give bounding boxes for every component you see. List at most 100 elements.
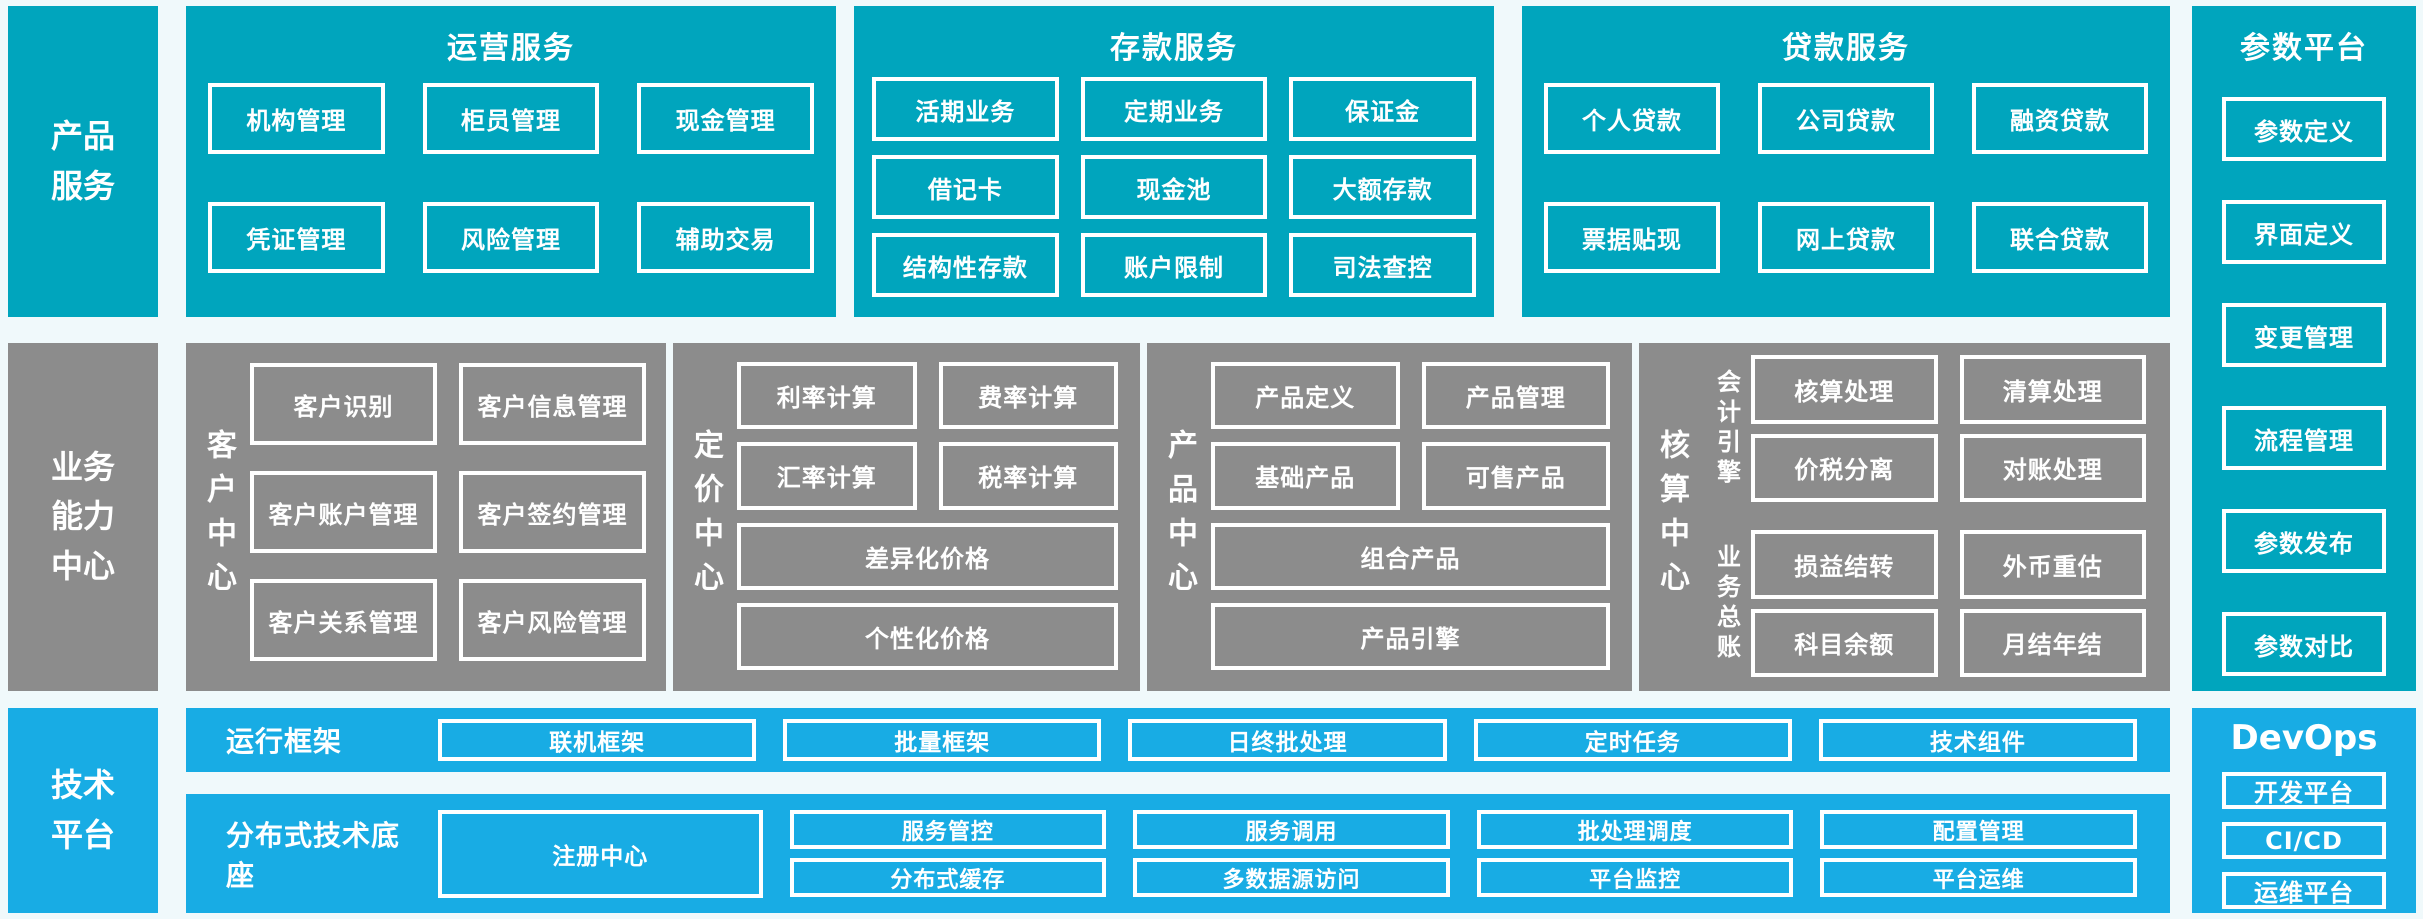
diagram-box-batch-framework: 批量框架 bbox=[783, 719, 1102, 761]
diagram-box-ops-platform: 运维平台 bbox=[2222, 872, 2386, 909]
diagram-box-sellable-product: 可售产品 bbox=[1421, 442, 1610, 510]
diagram-box-registry-center: 注册中心 bbox=[438, 809, 763, 898]
diagram-box-month-year-end: 月结年结 bbox=[1959, 608, 2146, 677]
operations-services-title: 运营服务 bbox=[447, 31, 575, 66]
diagram-box-customer-info-mgmt: 客户信息管理 bbox=[459, 363, 646, 445]
deposit-services-title: 存款服务 bbox=[1110, 31, 1238, 66]
diagram-box-syndicated-loan: 联合贷款 bbox=[1972, 202, 2148, 273]
diagram-box-product-engine: 产品引擎 bbox=[1211, 602, 1610, 670]
diagram-box-risk-mgmt: 风险管理 bbox=[422, 202, 600, 273]
diagram-box-eod-batch: 日终批处理 bbox=[1128, 719, 1447, 761]
diagram-box-margin: 保证金 bbox=[1289, 77, 1476, 141]
parameter-platform-list: 参数定义 界面定义 变更管理 流程管理 参数发布 参数对比 bbox=[2222, 97, 2386, 676]
customer-center-grid: 客户识别 客户信息管理 客户账户管理 客户签约管理 客户关系管理 客户风险管理 bbox=[250, 363, 646, 661]
distributed-col-4: 配置管理 平台运维 bbox=[1820, 810, 2137, 897]
diagram-box-config-mgmt: 配置管理 bbox=[1820, 810, 2137, 849]
diagram-box-clearing-process: 清算处理 bbox=[1959, 355, 2146, 424]
diagram-box-customer-account-mgmt: 客户账户管理 bbox=[250, 471, 437, 553]
diagram-box-teller-mgmt: 柜员管理 bbox=[422, 83, 600, 154]
diagram-box-combined-product: 组合产品 bbox=[1211, 522, 1610, 590]
operations-services-grid: 机构管理 柜员管理 现金管理 凭证管理 风险管理 辅助交易 bbox=[208, 83, 814, 273]
diagram-box-reconciliation: 对账处理 bbox=[1959, 433, 2146, 502]
customer-center-label-wrap: 客户中心 bbox=[186, 343, 250, 691]
pricing-center-label-wrap: 定价中心 bbox=[673, 343, 737, 691]
distributed-col-1: 服务管控 分布式缓存 bbox=[789, 810, 1107, 897]
business-ledger-label-wrap: 业务总账 bbox=[1703, 530, 1751, 677]
product-services-rail-label: 产品 服务 bbox=[8, 6, 158, 317]
diagram-box-service-invoke: 服务调用 bbox=[1133, 810, 1450, 849]
diagram-box-exchange-calc: 汇率计算 bbox=[737, 442, 917, 510]
diagram-box-multi-datasource: 多数据源访问 bbox=[1133, 858, 1450, 897]
diagram-box-debit-card: 借记卡 bbox=[872, 155, 1059, 219]
deposit-services-grid: 活期业务 定期业务 保证金 借记卡 现金池 大额存款 结构性存款 账户限制 司法… bbox=[872, 77, 1476, 297]
diagram-box-assist-trade: 辅助交易 bbox=[637, 202, 814, 273]
diagram-box-fx-revaluation: 外币重估 bbox=[1959, 530, 2146, 599]
diagram-box-distributed-cache: 分布式缓存 bbox=[789, 858, 1107, 897]
distributed-col-2: 服务调用 多数据源访问 bbox=[1133, 810, 1450, 897]
diagram-box-service-governance: 服务管控 bbox=[789, 810, 1107, 849]
loan-services-block: 贷款服务 个人贷款 公司贷款 融资贷款 票据贴现 网上贷款 联合贷款 bbox=[1522, 6, 2170, 317]
loan-services-grid: 个人贷款 公司贷款 融资贷款 票据贴现 网上贷款 联合贷款 bbox=[1544, 83, 2148, 273]
pricing-center-block: 定价中心 利率计算 费率计算 汇率计算 税率计算 差异化价格 个性化价格 bbox=[673, 343, 1140, 691]
diagram-box-interest-calc: 利率计算 bbox=[737, 362, 917, 430]
parameter-platform-block: 参数平台 参数定义 界面定义 变更管理 流程管理 参数发布 参数对比 bbox=[2192, 6, 2416, 691]
diagram-box-tax-separation: 价税分离 bbox=[1751, 433, 1938, 502]
diagram-box-cicd: CI/CD bbox=[2222, 822, 2386, 859]
product-center-grid: 产品定义 产品管理 基础产品 可售产品 组合产品 产品引擎 bbox=[1211, 362, 1610, 670]
diagram-box-param-publish: 参数发布 bbox=[2222, 509, 2386, 573]
diagram-box-fee-calc: 费率计算 bbox=[938, 362, 1118, 430]
accounting-center-label-wrap: 核算中心 bbox=[1639, 343, 1703, 691]
diagram-box-basic-product: 基础产品 bbox=[1211, 442, 1400, 510]
runtime-framework-row: 运行框架 联机框架 批量框架 日终批处理 定时任务 技术组件 bbox=[186, 708, 2170, 772]
diagram-box-param-definition: 参数定义 bbox=[2222, 97, 2386, 161]
diagram-box-scheduled-task: 定时任务 bbox=[1473, 719, 1792, 761]
diagram-box-cash-mgmt: 现金管理 bbox=[637, 83, 814, 154]
diagram-box-product-mgmt: 产品管理 bbox=[1421, 362, 1610, 430]
diagram-box-tax-calc: 税率计算 bbox=[938, 442, 1118, 510]
accounting-center-label: 核算中心 bbox=[1654, 429, 1689, 605]
diagram-box-customer-relation-mgmt: 客户关系管理 bbox=[250, 579, 437, 661]
accounting-engine-group: 会计引擎 核算处理 清算处理 价税分离 对账处理 bbox=[1703, 355, 2146, 502]
pricing-center-grid: 利率计算 费率计算 汇率计算 税率计算 差异化价格 个性化价格 bbox=[737, 362, 1118, 670]
loan-services-title: 贷款服务 bbox=[1782, 31, 1910, 66]
diagram-box-voucher-mgmt: 凭证管理 bbox=[208, 202, 385, 273]
diagram-box-dev-platform: 开发平台 bbox=[2222, 772, 2386, 809]
devops-title: DevOps bbox=[2230, 718, 2378, 758]
diagram-box-param-compare: 参数对比 bbox=[2222, 612, 2386, 676]
diagram-box-accounting-process: 核算处理 bbox=[1751, 355, 1938, 424]
diagram-box-personalized-pricing: 个性化价格 bbox=[737, 602, 1118, 670]
diagram-box-account-restriction: 账户限制 bbox=[1080, 233, 1268, 297]
diagram-box-pl-carryover: 损益结转 bbox=[1751, 530, 1938, 599]
diagram-box-financing-loan: 融资贷款 bbox=[1972, 83, 2148, 154]
distributed-base-row: 分布式技术底座 注册中心 服务管控 分布式缓存 服务调用 多数据源访问 批处理调… bbox=[186, 794, 2170, 913]
diagram-box-process-mgmt: 流程管理 bbox=[2222, 406, 2386, 470]
diagram-box-large-deposit: 大额存款 bbox=[1289, 155, 1476, 219]
deposit-services-block: 存款服务 活期业务 定期业务 保证金 借记卡 现金池 大额存款 结构性存款 账户… bbox=[854, 6, 1494, 317]
accounting-engine-grid: 核算处理 清算处理 价税分离 对账处理 bbox=[1751, 355, 2146, 502]
devops-block: DevOps 开发平台 CI/CD 运维平台 bbox=[2192, 708, 2416, 913]
customer-center-block: 客户中心 客户识别 客户信息管理 客户账户管理 客户签约管理 客户关系管理 客户… bbox=[186, 343, 666, 691]
diagram-box-customer-risk-mgmt: 客户风险管理 bbox=[459, 579, 646, 661]
diagram-box-product-definition: 产品定义 bbox=[1211, 362, 1400, 430]
diagram-box-platform-monitor: 平台监控 bbox=[1476, 858, 1794, 897]
distributed-base-label: 分布式技术底座 bbox=[226, 818, 401, 892]
diagram-box-time-deposit: 定期业务 bbox=[1080, 77, 1268, 141]
diagram-box-tech-component: 技术组件 bbox=[1818, 719, 2138, 761]
diagram-box-online-loan: 网上贷款 bbox=[1758, 202, 1934, 273]
diagram-box-change-mgmt: 变更管理 bbox=[2222, 303, 2386, 367]
pricing-center-label: 定价中心 bbox=[688, 429, 723, 605]
business-ledger-group: 业务总账 损益结转 外币重估 科目余额 月结年结 bbox=[1703, 530, 2146, 677]
devops-list: 开发平台 CI/CD 运维平台 bbox=[2222, 772, 2386, 909]
product-center-label: 产品中心 bbox=[1162, 429, 1197, 605]
tech-platform-rail-label: 技术 平台 bbox=[8, 708, 158, 913]
diagram-box-bill-discount: 票据贴现 bbox=[1544, 202, 1720, 273]
operations-services-block: 运营服务 机构管理 柜员管理 现金管理 凭证管理 风险管理 辅助交易 bbox=[186, 6, 836, 317]
accounting-center-groups: 会计引擎 核算处理 清算处理 价税分离 对账处理 业务总账 损益结转 外币重估 … bbox=[1703, 355, 2146, 677]
product-center-label-wrap: 产品中心 bbox=[1147, 343, 1211, 691]
diagram-box-personal-loan: 个人贷款 bbox=[1544, 83, 1720, 154]
diagram-box-ui-definition: 界面定义 bbox=[2222, 200, 2386, 264]
diagram-box-platform-ops: 平台运维 bbox=[1820, 858, 2137, 897]
diagram-box-structured-deposit: 结构性存款 bbox=[872, 233, 1059, 297]
accounting-center-block: 核算中心 会计引擎 核算处理 清算处理 价税分离 对账处理 业务总账 损 bbox=[1639, 343, 2170, 691]
